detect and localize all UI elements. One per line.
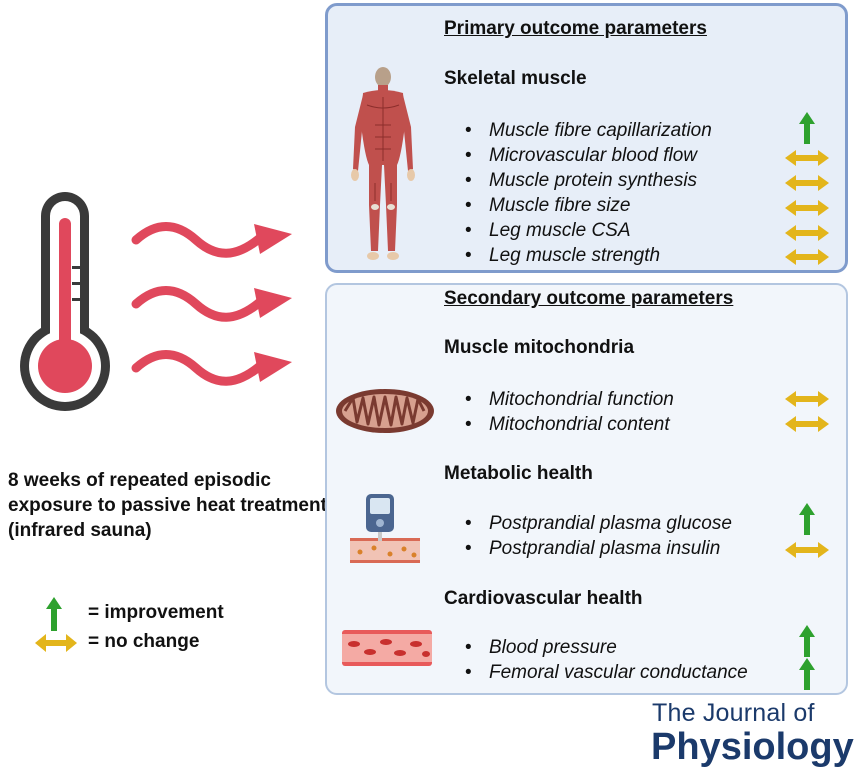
journal-name-line1: The Journal of <box>652 699 815 727</box>
improvement-arrow-icon <box>799 112 815 144</box>
intervention-caption: 8 weeks of repeated episodic exposure to… <box>8 470 327 541</box>
glucose-meter-icon <box>350 494 420 563</box>
no-change-arrow-icon <box>785 391 829 407</box>
no-change-arrow-icon <box>35 634 77 652</box>
no-change-arrow-icon <box>785 175 829 191</box>
legend-improvement: = improvement <box>88 602 224 623</box>
bullet-blood-pressure: Blood pressure <box>465 637 617 659</box>
bullet-muscle-fibre-size: Muscle fibre size <box>465 195 630 217</box>
heat-wave-arrow-icon <box>131 222 292 258</box>
mitochondrion-icon <box>336 389 434 433</box>
no-change-arrow-icon <box>785 416 829 432</box>
bullet-muscle-protein-synthesis: Muscle protein synthesis <box>465 170 697 192</box>
no-change-arrow-icon <box>785 225 829 241</box>
bullet-mitochondrial-content: Mitochondrial content <box>465 414 670 436</box>
heat-wave-arrow-icon <box>131 286 292 322</box>
skeletal-muscle-title: Skeletal muscle <box>444 68 587 89</box>
thermometer-icon <box>20 192 110 411</box>
blood-vessel-icon <box>342 630 432 666</box>
improvement-arrow-icon <box>799 625 815 657</box>
improvement-arrow-icon <box>799 503 815 535</box>
metabolic-health-title: Metabolic health <box>444 463 593 484</box>
bullet-postprandial-plasma-insulin: Postprandial plasma insulin <box>465 538 720 560</box>
muscle-mitochondria-title: Muscle mitochondria <box>444 337 635 358</box>
bullet-femoral-vascular-conductance: Femoral vascular conductance <box>465 662 748 684</box>
bullet-leg-muscle-csa: Leg muscle CSA <box>465 220 630 242</box>
legend-no-change: = no change <box>88 631 200 652</box>
journal-name-line2: Physiology <box>651 726 854 768</box>
secondary-outcomes-panel <box>325 283 848 695</box>
human-muscle-anatomy-icon <box>351 67 415 260</box>
cardiovascular-health-title: Cardiovascular health <box>444 588 643 609</box>
bullet-leg-muscle-strength: Leg muscle strength <box>465 245 660 267</box>
secondary-heading: Secondary outcome parameters <box>444 288 734 309</box>
improvement-arrow-icon <box>799 658 815 690</box>
no-change-arrow-icon <box>785 150 829 166</box>
no-change-arrow-icon <box>785 200 829 216</box>
bullet-microvascular-blood-flow: Microvascular blood flow <box>465 145 697 167</box>
no-change-arrow-icon <box>785 542 829 558</box>
heat-wave-arrow-icon <box>131 350 292 386</box>
no-change-arrow-icon <box>785 249 829 265</box>
bullet-postprandial-plasma-glucose: Postprandial plasma glucose <box>465 513 732 535</box>
bullet-muscle-fibre-capillarization: Muscle fibre capillarization <box>465 120 712 142</box>
primary-heading: Primary outcome parameters <box>444 18 707 39</box>
bullet-mitochondrial-function: Mitochondrial function <box>465 389 674 411</box>
improvement-arrow-icon <box>46 597 62 631</box>
